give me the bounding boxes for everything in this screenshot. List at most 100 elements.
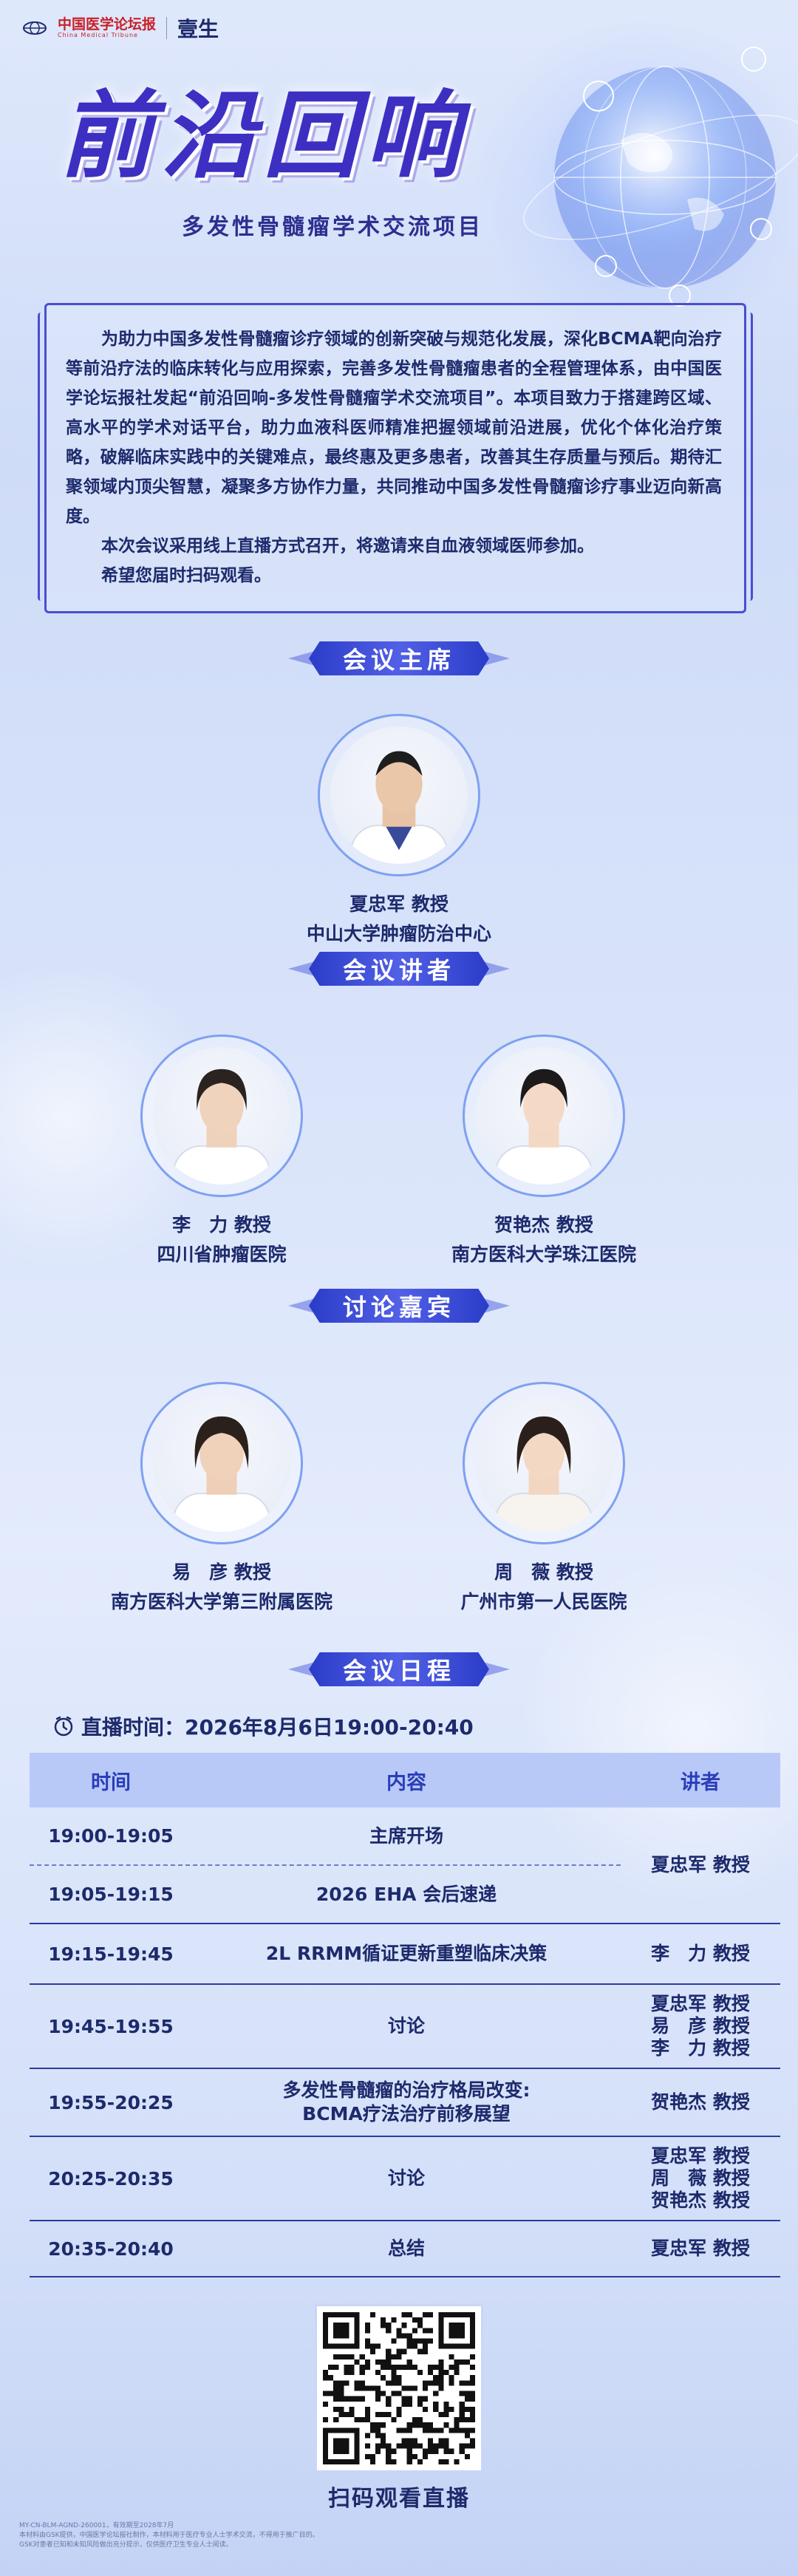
row-time: 20:25-20:35 (48, 2167, 174, 2190)
female-portrait-icon (494, 1416, 593, 1532)
logo-sub: China Medical Tribune (58, 32, 138, 38)
person-name: 夏忠军 教授 (349, 893, 449, 915)
row-time: 19:55-20:25 (48, 2091, 174, 2113)
table-row: 20:25-20:35 讨论 夏忠军 教授 周 薇 教授 贺艳杰 教授 (30, 2137, 780, 2221)
speaker-line: 夏忠军 教授 (651, 1993, 750, 2014)
avatar (475, 1047, 613, 1185)
male-portrait-icon (349, 751, 449, 864)
poster-subtitle: 多发性骨髓瘤学术交流项目 (182, 214, 483, 240)
row-content: 讨论 (387, 2015, 425, 2037)
brand-logo: 壹生 (177, 17, 219, 41)
person-name: 周 薇 教授 (494, 1561, 593, 1583)
section-header-chair: 会议主席 (288, 637, 510, 680)
person-org: 广州市第一人民医院 (460, 1591, 627, 1612)
section-title: 会议日程 (342, 1657, 455, 1685)
avatar (330, 726, 468, 864)
row-speaker: 夏忠军 教授 (651, 2238, 750, 2259)
footnote: MY-CN-BLM-AGND-260001，有效期至2028年7月 本材料由GS… (19, 2521, 581, 2550)
guest-card: 周 薇 教授 广州市第一人民医院 (366, 1382, 721, 1614)
table-row: 19:15-19:45 2L RRMM循证更新重塑临床决策 李 力 教授 (30, 1924, 780, 1985)
female-portrait-icon (172, 1416, 271, 1532)
section-title: 会议讲者 (342, 956, 455, 984)
guest-card: 易 彦 教授 南方医科大学第三附属医院 (44, 1382, 399, 1614)
person-org: 中山大学肿瘤防治中心 (306, 923, 491, 944)
intro-box: 为助力中国多发性骨髓瘤诊疗领域的创新突破与规范化发展，深化BCMA靶向治疗等前沿… (38, 303, 753, 613)
globe-icon (523, 47, 798, 307)
row-speaker: 夏忠军 教授 周 薇 教授 贺艳杰 教授 (621, 2145, 780, 2212)
avatar-ring (463, 1035, 625, 1197)
speaker-card: 贺艳杰 教授 南方医科大学珠江医院 (366, 1035, 721, 1267)
female-portrait-icon (494, 1069, 593, 1185)
person-org: 南方医科大学珠江医院 (451, 1244, 636, 1265)
footnote-line: GSK对患者已知和未知风险做出充分提示，仅供医疗卫生专业人士阅读。 (19, 2541, 233, 2549)
row-content: 2L RRMM循证更新重塑临床决策 (265, 1943, 548, 1964)
clock-icon (54, 1716, 73, 1737)
female-portrait-icon (172, 1069, 271, 1185)
header-time: 时间 (91, 1771, 131, 1794)
speaker-card: 李 力 教授 四川省肿瘤医院 (44, 1035, 399, 1267)
person-name: 李 力 教授 (172, 1214, 271, 1236)
row-speaker: 夏忠军 教授 (651, 1854, 750, 1875)
content-line: BCMA疗法治疗前移展望 (302, 2103, 511, 2124)
header-speaker: 讲者 (681, 1771, 720, 1794)
intro-paragraph: 为助力中国多发性骨髓瘤诊疗领域的创新突破与规范化发展，深化BCMA靶向治疗等前沿… (66, 330, 722, 526)
section-header-speakers: 会议讲者 (288, 947, 510, 990)
row-content: 多发性骨髓瘤的治疗格局改变: BCMA疗法治疗前移展望 (192, 2079, 621, 2126)
row-content: 讨论 (387, 2167, 425, 2189)
banner-bar (309, 1652, 489, 1686)
section-title: 讨论嘉宾 (342, 1293, 455, 1321)
row-content: 2026 EHA 会后速递 (316, 1883, 497, 1905)
tribune-logo: 中国医学论坛报 China Medical Tribune (58, 16, 157, 39)
banner-bar (309, 952, 489, 986)
content-line: 多发性骨髓瘤的治疗格局改变: (282, 2079, 531, 2101)
poster-title: 前沿回响 (59, 81, 468, 191)
table-row: 19:45-19:55 讨论 夏忠军 教授 易 彦 教授 李 力 教授 (30, 1985, 780, 2069)
row-time: 19:05-19:15 (48, 1884, 174, 1905)
table-row: 19:55-20:25 多发性骨髓瘤的治疗格局改变: BCMA疗法治疗前移展望 … (30, 2069, 780, 2137)
avatar-ring (140, 1035, 303, 1197)
row-speaker: 贺艳杰 教授 (651, 2091, 750, 2113)
avatar-ring (140, 1382, 303, 1544)
qr-caption: 扫码观看直播 (328, 2486, 470, 2512)
schedule-table: 时间 内容 讲者 19:00-19:05 主席开场 19:05-19:15 20… (30, 1753, 780, 2277)
speaker-line: 夏忠军 教授 (651, 2145, 750, 2167)
schedule-header-row: 时间 内容 讲者 (30, 1753, 780, 1807)
row-content: 主席开场 (369, 1824, 443, 1847)
chair-card: 夏忠军 教授 中山大学肿瘤防治中心 (222, 714, 576, 946)
qr-finder (323, 2312, 360, 2349)
table-row: 20:35-20:40 总结 夏忠军 教授 (30, 2221, 780, 2277)
section-header-guests: 讨论嘉宾 (288, 1284, 510, 1327)
section-title: 会议主席 (342, 646, 455, 674)
intro-paragraph: 本次会议采用线上直播方式召开，将邀请来自血液领域医师参加。 (101, 536, 594, 556)
qr-code[interactable] (315, 2304, 483, 2473)
logo-text: 中国医学论坛报 (58, 16, 157, 33)
row-left-group: 19:00-19:05 主席开场 19:05-19:15 2026 EHA 会后… (30, 1807, 621, 1923)
tribune-logo-icon (23, 21, 47, 35)
sub-row: 19:05-19:15 2026 EHA 会后速递 (30, 1866, 621, 1923)
row-time: 19:00-19:05 (48, 1825, 174, 1847)
header-content: 内容 (386, 1771, 426, 1794)
person-org: 南方医科大学第三附属医院 (110, 1591, 332, 1612)
qr-code-icon (323, 2312, 475, 2464)
row-time: 20:35-20:40 (48, 2238, 174, 2260)
qr-finder (323, 2427, 360, 2464)
avatar-ring (463, 1382, 625, 1544)
sub-row: 19:00-19:05 主席开场 (30, 1807, 621, 1866)
row-speaker: 夏忠军 教授 易 彦 教授 李 力 教授 (621, 1993, 780, 2059)
qr-modules (323, 2312, 475, 2464)
intro-paragraph: 希望您届时扫码观看。 (101, 566, 271, 585)
avatar (153, 1394, 290, 1532)
qr-finder (438, 2312, 475, 2349)
speaker-line: 周 薇 教授 (651, 2167, 750, 2189)
banner-bar (309, 641, 489, 675)
footnote-line: 本材料由GSK提供，中国医学论坛报社制作，本材料用于医疗专业人士学术交流，不得用… (19, 2532, 319, 2539)
live-time-text: 直播时间：2026年8月6日19:00-20:40 (81, 1715, 474, 1740)
logo-bar: 中国医学论坛报 China Medical Tribune 壹生 (22, 13, 219, 43)
row-time: 19:45-19:55 (48, 2015, 174, 2037)
banner-bar (309, 1289, 489, 1323)
live-time: 直播时间：2026年8月6日19:00-20:40 (53, 1711, 474, 1741)
avatar (475, 1394, 613, 1532)
footnote-line: MY-CN-BLM-AGND-260001，有效期至2028年7月 (19, 2522, 174, 2529)
speaker-line: 易 彦 教授 (651, 2015, 750, 2037)
